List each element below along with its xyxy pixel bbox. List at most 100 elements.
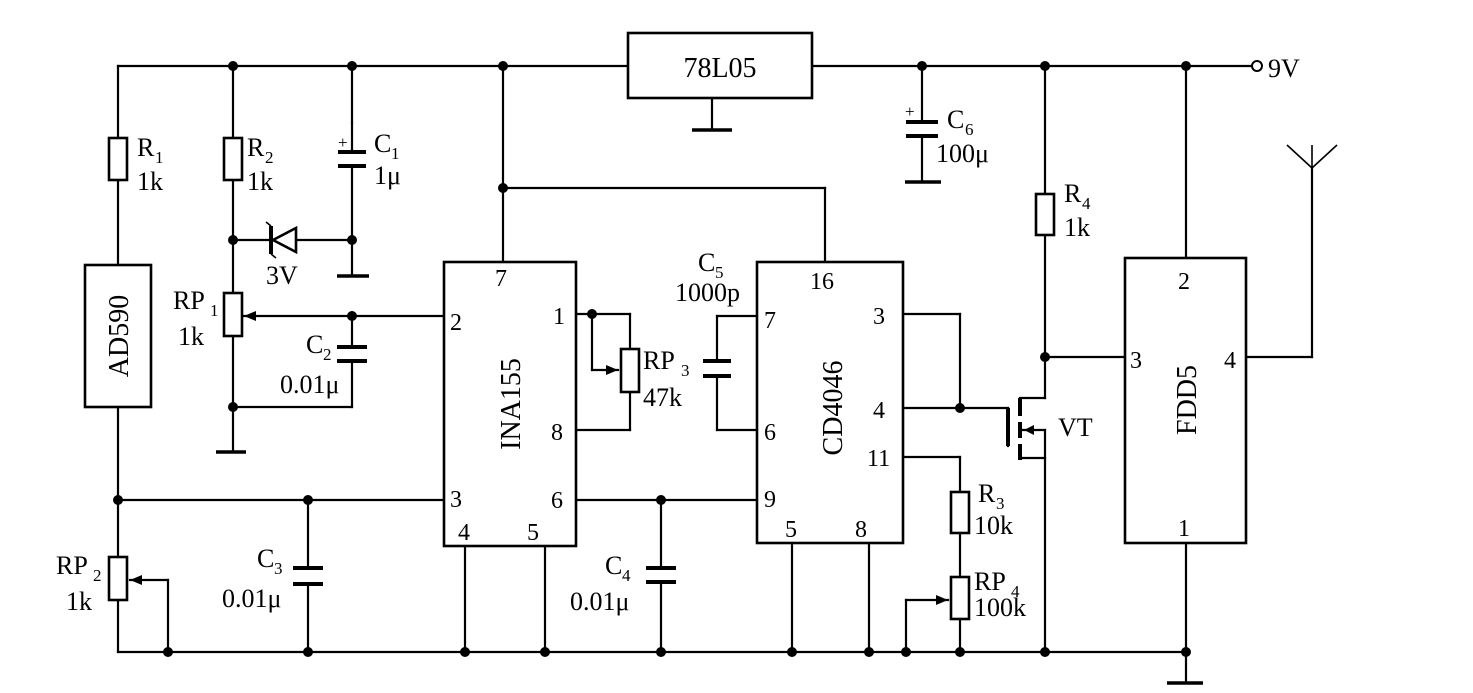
- cd4046-pin-8: 8: [855, 517, 867, 543]
- svg-text:5: 5: [715, 263, 724, 282]
- svg-text:1k: 1k: [178, 322, 204, 351]
- fdd5-pin-4: 4: [1224, 348, 1236, 374]
- capacitor-c2: C 2 0.01μ: [280, 330, 367, 399]
- svg-text:C: C: [374, 129, 391, 158]
- svg-text:RP: RP: [56, 551, 88, 580]
- svg-text:C: C: [306, 330, 323, 359]
- potentiometer-rp1: RP 1 1k: [173, 286, 256, 351]
- ina155-pin-7: 7: [495, 266, 507, 292]
- mosfet-vt: VT: [1006, 396, 1093, 460]
- svg-text:R: R: [137, 133, 155, 162]
- ina155-pin-4: 4: [458, 520, 470, 546]
- sensor-label: AD590: [104, 295, 135, 377]
- svg-text:C: C: [698, 248, 715, 277]
- ina155-pin-5: 5: [527, 520, 539, 546]
- svg-text:R: R: [247, 133, 265, 162]
- amplifier-label: INA155: [496, 358, 527, 450]
- svg-text:3: 3: [274, 559, 283, 578]
- svg-text:R: R: [1064, 179, 1082, 208]
- svg-text:0.01μ: 0.01μ: [222, 584, 281, 613]
- svg-text:2: 2: [265, 148, 274, 167]
- regulator-78l05: 78L05: [626, 31, 814, 100]
- svg-text:4: 4: [1011, 582, 1020, 601]
- transmitter-fdd5: FDD5 2 3 4 1: [1123, 256, 1248, 545]
- ina155-pin-6: 6: [551, 488, 563, 514]
- svg-text:+: +: [338, 133, 348, 152]
- svg-text:0.01μ: 0.01μ: [570, 587, 629, 616]
- svg-text:C: C: [947, 105, 964, 134]
- resistor-r1: R 1 1k: [107, 133, 164, 196]
- svg-text:100k: 100k: [974, 593, 1026, 622]
- potentiometer-rp3: RP 3 47k: [606, 346, 690, 412]
- svg-text:2: 2: [93, 566, 102, 585]
- svg-text:0.01μ: 0.01μ: [280, 370, 339, 399]
- cd4046-pin-5: 5: [785, 517, 797, 543]
- capacitor-c6: + C 6 100μ: [905, 102, 989, 168]
- amplifier-ina155: INA155 7 2 3 4 5 1 8 6: [442, 260, 578, 548]
- svg-text:1: 1: [155, 148, 164, 167]
- zener-diode: 3V: [265, 221, 298, 290]
- resistor-r4: R 4 1k: [1034, 179, 1091, 242]
- svg-text:2: 2: [323, 345, 332, 364]
- potentiometer-rp4: RP 4 100k: [936, 567, 1026, 622]
- capacitor-c4: C 4 0.01μ: [570, 551, 676, 616]
- cd4046-pin-4: 4: [873, 398, 885, 424]
- vco-cd4046: CD4046 16 7 6 9 5 8 3 4 11: [755, 260, 905, 545]
- ina155-pin-3: 3: [450, 487, 462, 513]
- transistor-label: VT: [1058, 413, 1093, 442]
- cd4046-pin-3: 3: [873, 304, 885, 330]
- resistor-r3: R 3 10k: [949, 479, 1013, 540]
- svg-text:1000p: 1000p: [675, 278, 740, 307]
- cd4046-pin-9: 9: [764, 487, 776, 513]
- svg-text:1k: 1k: [137, 167, 163, 196]
- transmitter-label: FDD5: [1172, 365, 1203, 435]
- fdd5-pin-2: 2: [1178, 269, 1190, 295]
- svg-text:4: 4: [1082, 194, 1091, 213]
- svg-text:RP: RP: [173, 286, 205, 315]
- svg-text:C: C: [257, 544, 274, 573]
- ina155-pin-1: 1: [553, 304, 565, 330]
- svg-text:6: 6: [965, 120, 974, 139]
- wires: [116, 64, 1314, 685]
- svg-text:1k: 1k: [247, 167, 273, 196]
- svg-text:3: 3: [996, 494, 1005, 513]
- capacitor-c3: C 3 0.01μ: [222, 544, 323, 613]
- svg-text:47k: 47k: [643, 383, 682, 412]
- cd4046-pin-16: 16: [810, 269, 834, 295]
- svg-text:1k: 1k: [66, 587, 92, 616]
- vco-label: CD4046: [818, 361, 849, 456]
- svg-text:C: C: [605, 551, 622, 580]
- junction-dots: [113, 61, 1191, 657]
- supply-label: 9V: [1268, 54, 1300, 83]
- ina155-pin-8: 8: [551, 420, 563, 446]
- svg-text:+: +: [905, 102, 915, 121]
- svg-text:1: 1: [210, 301, 219, 320]
- resistor-r2: R 2 1k: [222, 133, 274, 196]
- svg-text:4: 4: [622, 566, 631, 585]
- svg-text:1k: 1k: [1064, 213, 1090, 242]
- svg-text:RP: RP: [974, 567, 1006, 596]
- potentiometer-rp2: RP 2 1k: [56, 551, 142, 616]
- regulator-label: 78L05: [683, 53, 756, 84]
- antenna-icon: [1286, 144, 1338, 169]
- cd4046-pin-6: 6: [764, 420, 776, 446]
- fdd5-pin-3: 3: [1130, 348, 1142, 374]
- svg-text:1: 1: [391, 144, 400, 163]
- sensor-ad590: AD590: [83, 263, 153, 409]
- svg-text:RP: RP: [643, 346, 675, 375]
- cd4046-pin-11: 11: [867, 446, 890, 472]
- svg-text:100μ: 100μ: [936, 139, 989, 168]
- capacitor-c1: + C 1 1μ: [338, 121, 401, 190]
- fdd5-pin-1: 1: [1178, 516, 1190, 542]
- svg-text:R: R: [978, 479, 996, 508]
- svg-text:3: 3: [681, 361, 690, 380]
- ina155-pin-2: 2: [450, 310, 462, 336]
- svg-text:10k: 10k: [974, 511, 1013, 540]
- supply-terminal: [1251, 60, 1263, 72]
- svg-text:1μ: 1μ: [374, 161, 401, 190]
- capacitor-c5: C 5 1000p: [675, 248, 740, 378]
- cd4046-pin-7: 7: [764, 308, 776, 334]
- zener-label: 3V: [266, 261, 298, 290]
